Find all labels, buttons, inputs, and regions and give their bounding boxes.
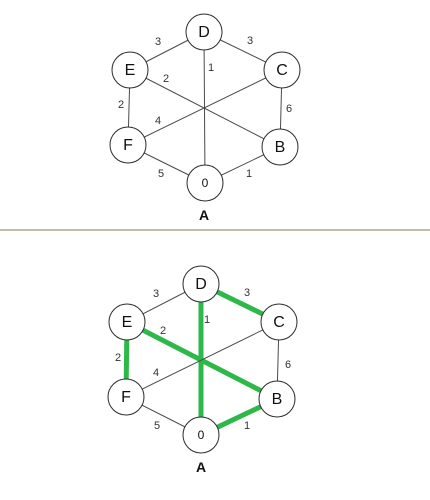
edge-layer [127, 31, 283, 184]
edge-e-b [129, 69, 281, 148]
node-circle [111, 51, 149, 89]
edge-f-c [127, 69, 283, 146]
node-circle [182, 416, 220, 454]
node-label: F [121, 389, 131, 406]
graph-diagram-top: 3 3 6 1 5 2 1 2 4 D C B 0 F E A [109, 13, 301, 223]
edge-weight-label: 2 [115, 352, 121, 364]
edge-weight-label: 2 [160, 325, 166, 337]
edge-e-b-highlighted [123, 318, 281, 403]
edge-weight-label: 4 [153, 367, 159, 379]
node-label: F [123, 137, 133, 154]
node-b: B [261, 128, 299, 166]
node-e: E [111, 51, 149, 89]
node-circle [107, 378, 145, 416]
edge-layer [123, 280, 283, 439]
diagram-caption: A [196, 459, 206, 475]
node-b: B [258, 380, 296, 418]
edge-weight-label: 5 [154, 420, 160, 432]
node-label: B [272, 391, 283, 408]
weight-layer: 3 3 6 1 5 2 1 2 4 [118, 35, 292, 180]
edge-weight-label: 3 [244, 287, 250, 299]
edge-weight-label: 4 [155, 115, 161, 127]
node-circle [108, 303, 146, 341]
node-circle [258, 380, 296, 418]
node-0: 0 [182, 416, 220, 454]
edge-weight-label: 1 [204, 314, 210, 326]
node-circle [182, 265, 220, 303]
graph-diagram-bottom: 3 3 6 1 5 2 1 2 4 D C B 0 F E A [107, 265, 298, 475]
node-label: D [195, 276, 207, 293]
edge-weight-label: 6 [285, 359, 291, 371]
node-label: D [198, 24, 210, 41]
node-circle [186, 164, 224, 202]
edge-weight-label: 2 [163, 73, 169, 85]
node-circle [185, 13, 223, 51]
node-label: B [275, 139, 286, 156]
node-f: F [107, 378, 145, 416]
edge-weight-label: 3 [153, 288, 159, 300]
node-circle [260, 303, 298, 341]
node-0: 0 [186, 164, 224, 202]
diagram-caption: A [199, 207, 209, 223]
edge-weight-label: 1 [208, 62, 214, 74]
node-e: E [108, 303, 146, 341]
node-label: C [273, 314, 285, 331]
node-f: F [109, 126, 147, 164]
edge-weight-label: 6 [286, 103, 292, 115]
node-circle [261, 128, 299, 166]
node-c: C [260, 303, 298, 341]
edge-weight-label: 3 [247, 35, 253, 47]
weight-layer: 3 3 6 1 5 2 1 2 4 [115, 287, 291, 432]
node-d: D [182, 265, 220, 303]
edge-weight-label: 3 [155, 36, 161, 48]
edge-weight-label: 1 [244, 420, 250, 432]
node-label: C [276, 62, 288, 79]
node-label: E [122, 314, 133, 331]
node-circle [109, 126, 147, 164]
edge-weight-label: 2 [118, 99, 124, 111]
edge-f-c [125, 321, 280, 398]
node-layer: D C B 0 F E [109, 13, 301, 202]
node-d: D [185, 13, 223, 51]
node-label: 0 [198, 428, 205, 442]
node-layer: D C B 0 F E [107, 265, 298, 454]
node-c: C [263, 51, 301, 89]
edge-weight-label: 1 [246, 168, 252, 180]
node-label: 0 [202, 176, 209, 190]
edge-weight-label: 5 [158, 168, 164, 180]
node-circle [263, 51, 301, 89]
node-label: E [125, 62, 136, 79]
